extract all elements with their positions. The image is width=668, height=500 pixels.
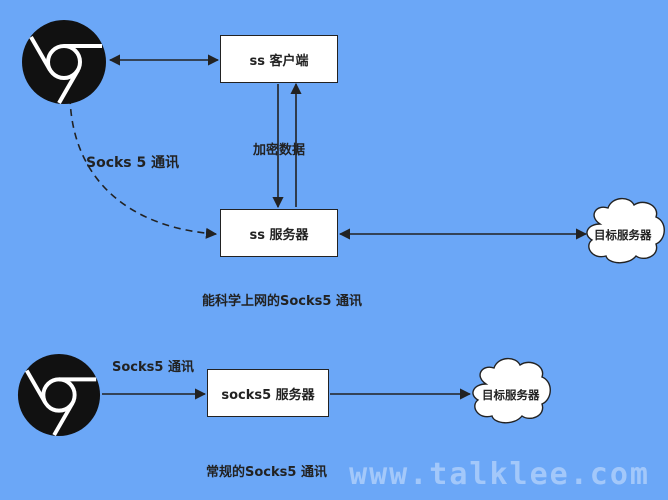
ss-server-box: ss 服务器 — [220, 209, 338, 257]
socks5-server-box: socks5 服务器 — [207, 369, 329, 417]
ss-client-box: ss 客户端 — [220, 35, 338, 83]
socks5-link-label: Socks 5 通讯 — [86, 155, 180, 171]
chrome-icon — [22, 20, 106, 104]
socks5-server-label: socks5 服务器 — [221, 387, 315, 403]
ss-client-label: ss 客户端 — [249, 53, 309, 69]
watermark: www.talklee.com — [349, 457, 650, 492]
socks5-dashed-link — [69, 96, 218, 239]
top-caption: 能科学上网的Socks5 通讯 — [202, 294, 362, 309]
target-cloud-top — [586, 197, 665, 264]
target-server-label-top: 目标服务器 — [594, 228, 652, 242]
chrome-icon — [17, 353, 101, 437]
ss-server-label: ss 服务器 — [249, 227, 309, 243]
encrypted-data-label: 加密数据 — [253, 143, 306, 158]
socks5-link-label-bottom: Socks5 通讯 — [112, 360, 194, 375]
target-cloud-bottom — [472, 357, 551, 424]
target-server-label-bottom: 目标服务器 — [482, 388, 540, 402]
bottom-caption: 常规的Socks5 通讯 — [206, 465, 327, 480]
